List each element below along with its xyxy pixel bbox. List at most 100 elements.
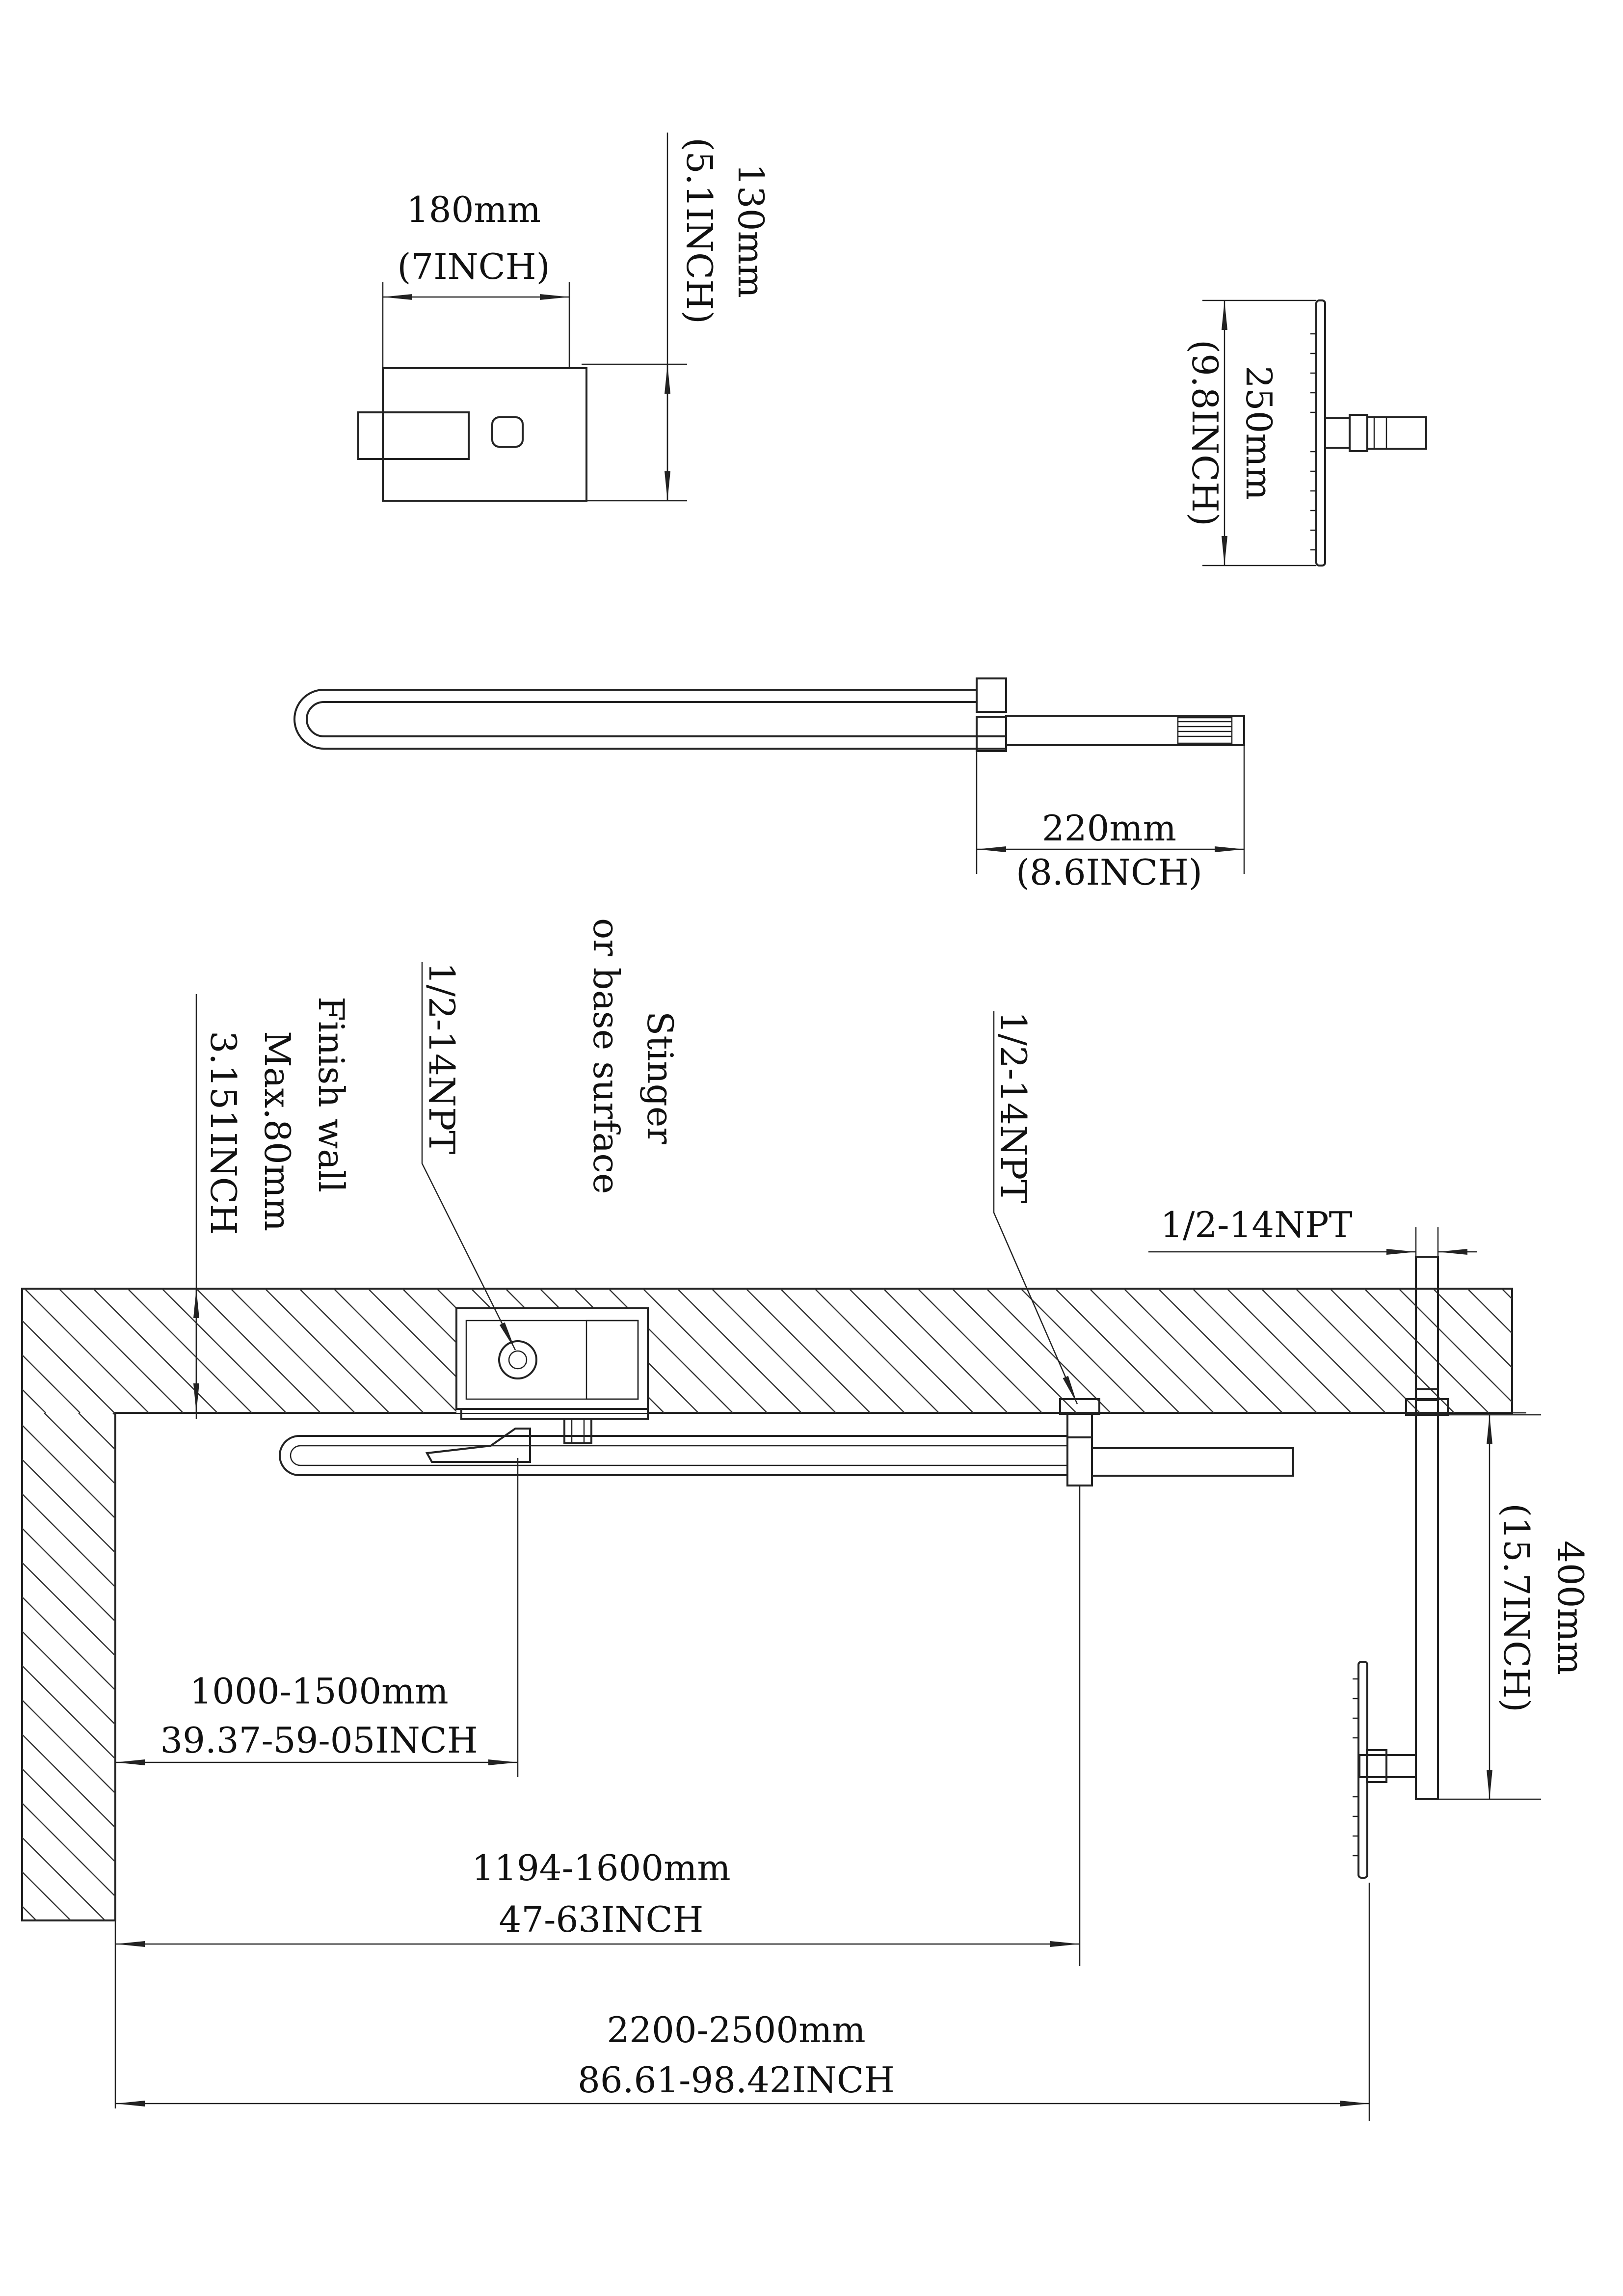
valve-position-in: 39.37-59-05INCH bbox=[160, 1720, 478, 1761]
head-position-mm: 2200-2500mm bbox=[607, 2009, 865, 2051]
stinger-sub-label: or base surface bbox=[585, 918, 627, 1194]
installed-hand-shower bbox=[1091, 1447, 1294, 1477]
hatch-line bbox=[58, 1289, 184, 1413]
outlet-position-mm: 1194-1600mm bbox=[472, 1847, 730, 1889]
installed-hose-outer bbox=[279, 1435, 1067, 1476]
hatch-line bbox=[22, 1768, 115, 1863]
valve-button bbox=[491, 416, 524, 448]
hatch-line bbox=[22, 1388, 46, 1413]
hatch-line bbox=[22, 1802, 115, 1897]
valve-cover-plate bbox=[382, 367, 587, 502]
hatch-line bbox=[780, 1289, 905, 1413]
hatch-line bbox=[1020, 1289, 1145, 1413]
hatch-line bbox=[22, 1665, 115, 1760]
outlet-npt-label: 1/2-14NPT bbox=[993, 1011, 1034, 1203]
hatch-line bbox=[1467, 1289, 1512, 1334]
hatch-line bbox=[917, 1289, 1042, 1413]
shower-arm-pipe bbox=[1415, 1256, 1439, 1800]
installed-outlet-elbow bbox=[1066, 1413, 1093, 1438]
valve-outlet-fitting bbox=[563, 1418, 592, 1444]
hatch-line bbox=[1055, 1289, 1180, 1413]
hatch-line bbox=[22, 1699, 115, 1794]
hatch-line bbox=[986, 1289, 1111, 1413]
hatch-line bbox=[265, 1289, 390, 1413]
hatch-line bbox=[1158, 1289, 1283, 1413]
hatch-line bbox=[22, 1354, 80, 1413]
hatch-line bbox=[196, 1289, 321, 1413]
stinger-label: Stinger bbox=[639, 1011, 681, 1144]
hatch-line bbox=[0, 1413, 2, 1920]
valve-position-mm: 1000-1500mm bbox=[189, 1671, 448, 1712]
wall-hatching-top bbox=[22, 1289, 1512, 1413]
hatch-line bbox=[22, 1424, 115, 1519]
installed-bracket bbox=[1066, 1436, 1093, 1486]
shower-head-mm: 250mm bbox=[1238, 366, 1279, 500]
installed-head-plate bbox=[1357, 1661, 1368, 1879]
shower-head-nut bbox=[1349, 414, 1368, 452]
hatch-line bbox=[1295, 1289, 1420, 1413]
head-position-in: 86.61-98.42INCH bbox=[578, 2059, 895, 2101]
hatch-line bbox=[22, 1320, 115, 1413]
hatch-line bbox=[127, 1289, 252, 1413]
outlet-npt-leader bbox=[993, 1011, 1078, 1405]
valve-height-in: (5.1INCH) bbox=[679, 137, 720, 324]
wall-hatching-left bbox=[0, 1413, 115, 1920]
finish-wall-callout: Finish wall Max.80mm 3.151INCH bbox=[193, 994, 352, 1419]
hand-shower-installed bbox=[279, 1398, 1294, 1486]
hatch-line bbox=[112, 1413, 115, 1416]
installed-outlet-flange bbox=[1059, 1398, 1100, 1415]
outlet-position-in: 47-63INCH bbox=[499, 1899, 704, 1940]
hatch-line bbox=[22, 1596, 115, 1691]
installed-valve-handle bbox=[425, 1428, 531, 1463]
hatch-line bbox=[78, 1413, 115, 1451]
wall-section bbox=[0, 1288, 1526, 1921]
hatch-line bbox=[1192, 1289, 1317, 1413]
arm-npt-callout: 1/2-14NPT bbox=[1148, 1204, 1477, 1276]
shower-head-ball-joint bbox=[1324, 417, 1351, 449]
outlet-npt-callout: 1/2-14NPT bbox=[993, 1011, 1078, 1405]
hatch-line bbox=[745, 1289, 871, 1413]
valve-width-mm: 180mm bbox=[406, 189, 541, 230]
hand-shower-handle bbox=[1005, 715, 1245, 746]
hand-shower-in: (8.6INCH) bbox=[1016, 852, 1202, 893]
installed-hose-inner bbox=[290, 1445, 1067, 1466]
hose-inner bbox=[306, 701, 1006, 737]
hatch-line bbox=[677, 1289, 802, 1413]
hatch-line bbox=[44, 1413, 115, 1485]
hatch-line bbox=[1398, 1289, 1512, 1403]
shower-head-in: (9.8INCH) bbox=[1184, 340, 1225, 526]
stinger-callout: Stinger or base surface bbox=[585, 918, 681, 1194]
valve-body-in-wall bbox=[455, 1307, 649, 1444]
valve-npt-label: 1/2-14NPT bbox=[421, 962, 462, 1154]
hatch-line bbox=[24, 1289, 149, 1413]
hatch-line bbox=[849, 1289, 974, 1413]
finish-wall-inch: 3.151INCH bbox=[203, 1031, 244, 1235]
horizontal-dimensions: 1000-1500mm 39.37-59-05INCH 1194-1600mm … bbox=[114, 1458, 1370, 2121]
hatch-line bbox=[1433, 1289, 1512, 1369]
hatch-line bbox=[1089, 1289, 1214, 1413]
shower-head-side-view: 250mm (9.8INCH) bbox=[1184, 299, 1427, 567]
hand-shower-assembly: 220mm (8.6INCH) bbox=[293, 677, 1245, 893]
hatch-line bbox=[333, 1289, 458, 1413]
hatch-line bbox=[814, 1289, 939, 1413]
hatch-line bbox=[1123, 1289, 1249, 1413]
valve-handle bbox=[357, 411, 470, 460]
hose-outer bbox=[293, 689, 1006, 750]
arm-length-mm: 400mm bbox=[1550, 1540, 1591, 1675]
valve-npt-callout: 1/2-14NPT bbox=[421, 962, 516, 1351]
hatch-line bbox=[22, 1837, 106, 1920]
wall-outline bbox=[21, 1288, 1513, 1921]
hatch-line bbox=[952, 1289, 1077, 1413]
hatch-line bbox=[1261, 1289, 1386, 1413]
hatch-line bbox=[711, 1289, 836, 1413]
hatch-line bbox=[642, 1289, 768, 1413]
hatch-line bbox=[22, 1871, 71, 1920]
hatch-line bbox=[22, 1905, 37, 1920]
finish-wall-max: Max.80mm bbox=[257, 1031, 298, 1231]
wall-bracket-bottom bbox=[976, 716, 1007, 752]
arm-npt-label: 1/2-14NPT bbox=[1160, 1204, 1352, 1245]
hatch-line bbox=[1364, 1289, 1489, 1413]
valve-width-in: (7INCH) bbox=[397, 246, 550, 287]
valve-npt-leader bbox=[421, 962, 516, 1351]
